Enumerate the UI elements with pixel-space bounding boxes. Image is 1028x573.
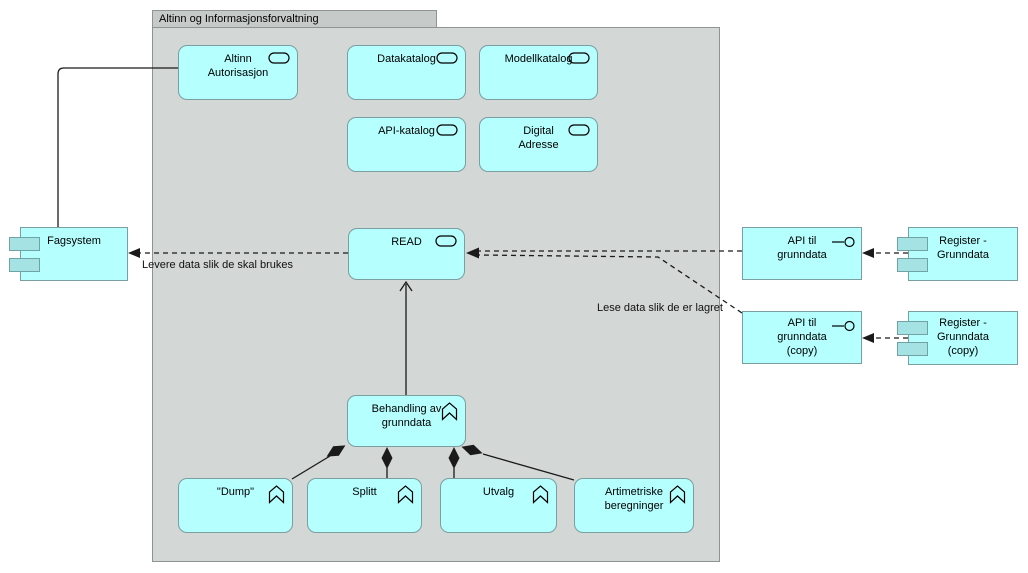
edge-label-lese-data[interactable]: Lese data slik de er lagret bbox=[597, 302, 723, 314]
node-label: Altinn Autorisasjon bbox=[207, 53, 269, 79]
node-label: API til grunndata bbox=[777, 235, 827, 261]
node-label: Artimetriske beregninger bbox=[604, 486, 664, 512]
edge-label-levere-data[interactable]: Levere data slik de skal brukes bbox=[142, 259, 294, 271]
node-digital-adresse[interactable]: Digital Adresse bbox=[479, 117, 598, 172]
node-label: Datakatalog bbox=[377, 53, 436, 65]
node-read[interactable]: READ bbox=[348, 228, 465, 280]
component-icon bbox=[897, 342, 928, 356]
node-label: Utvalg bbox=[482, 486, 515, 498]
component-icon bbox=[9, 258, 40, 272]
application-service-icon bbox=[568, 124, 590, 136]
application-service-icon bbox=[568, 52, 590, 64]
application-interface-icon bbox=[832, 320, 855, 332]
component-icon bbox=[897, 237, 928, 251]
node-artimetriske-beregninger[interactable]: Artimetriske beregninger bbox=[574, 478, 694, 533]
node-dump[interactable]: "Dump" bbox=[178, 478, 293, 533]
node-datakatalog[interactable]: Datakatalog bbox=[347, 45, 466, 100]
application-function-icon bbox=[669, 485, 686, 504]
application-function-icon bbox=[268, 485, 285, 504]
flow-arrowhead bbox=[128, 248, 140, 258]
node-label: Digital Adresse bbox=[518, 125, 559, 151]
node-api-til-grunndata[interactable]: API til grunndata bbox=[742, 227, 862, 280]
node-label: Splitt bbox=[352, 486, 377, 498]
group-tab-altinn-informasjonsforvaltning[interactable]: Altinn og Informasjonsforvaltning bbox=[152, 10, 437, 27]
component-icon bbox=[897, 258, 928, 272]
application-function-icon bbox=[532, 485, 549, 504]
flow-arrowhead bbox=[862, 333, 874, 343]
node-api-til-grunndata-copy[interactable]: API til grunndata (copy) bbox=[742, 311, 862, 364]
node-register-grunndata[interactable]: Register - Grunndata bbox=[897, 227, 1018, 281]
application-function-icon bbox=[441, 402, 458, 421]
application-function-icon bbox=[397, 485, 414, 504]
node-register-grunndata-copy[interactable]: Register - Grunndata (copy) bbox=[897, 311, 1018, 365]
node-label: Fagsystem bbox=[47, 235, 101, 247]
application-service-icon bbox=[268, 52, 290, 64]
node-label: Behandling av grunndata bbox=[371, 403, 442, 429]
component-icon bbox=[897, 321, 928, 335]
node-behandling-av-grunndata[interactable]: Behandling av grunndata bbox=[347, 395, 466, 447]
node-label: Modellkatalog bbox=[504, 53, 573, 65]
node-label: Register - Grunndata (copy) bbox=[937, 317, 989, 357]
component-icon bbox=[9, 237, 40, 251]
node-label: "Dump" bbox=[216, 486, 255, 498]
node-splitt[interactable]: Splitt bbox=[307, 478, 422, 533]
node-modellkatalog[interactable]: Modellkatalog bbox=[479, 45, 598, 100]
application-service-icon bbox=[435, 235, 457, 247]
node-label: API-katalog bbox=[378, 125, 435, 137]
node-altinn-autorisasjon[interactable]: Altinn Autorisasjon bbox=[178, 45, 298, 100]
flow-arrowhead bbox=[862, 248, 874, 258]
application-service-icon bbox=[436, 52, 458, 64]
node-label: READ bbox=[391, 236, 422, 248]
node-label: Register - Grunndata bbox=[937, 235, 989, 261]
node-api-katalog[interactable]: API-katalog bbox=[347, 117, 466, 172]
node-label: API til grunndata (copy) bbox=[777, 317, 827, 357]
application-service-icon bbox=[436, 124, 458, 136]
node-utvalg[interactable]: Utvalg bbox=[440, 478, 557, 533]
application-interface-icon bbox=[832, 236, 855, 248]
node-fagsystem[interactable]: Fagsystem bbox=[9, 227, 128, 281]
